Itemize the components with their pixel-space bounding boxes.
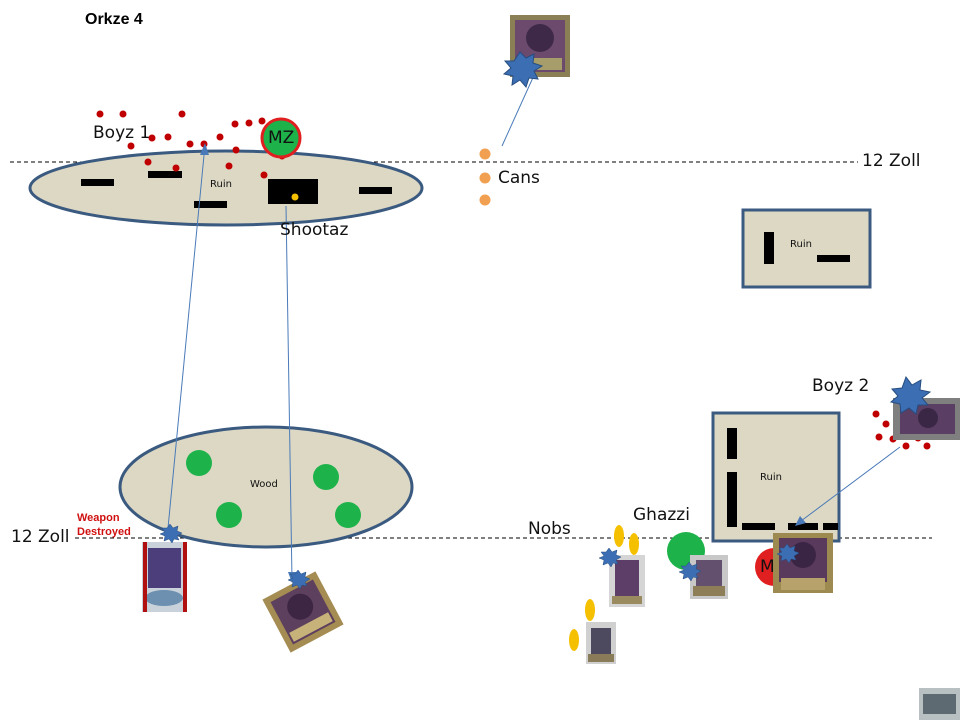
- page-title: Orkze 4: [85, 11, 143, 28]
- tyranid-miniature-icon[interactable]: [262, 571, 344, 653]
- tyranid-miniature-icon[interactable]: [690, 555, 728, 599]
- weapon-destroyed-note: Weapon Destroyed: [77, 512, 131, 538]
- shootaz-marker[interactable]: [291, 193, 299, 201]
- ruin-label-top: Ruin: [210, 179, 232, 190]
- tyranid-miniature-icon[interactable]: [773, 533, 833, 593]
- tyranid-miniature-icon[interactable]: [586, 622, 616, 664]
- unit-label-ghazzi: Ghazzi: [633, 505, 690, 525]
- ruin-ellipse-top[interactable]: [28, 149, 424, 227]
- burst-icon: [776, 543, 800, 564]
- burst-icon: [502, 51, 544, 88]
- burst-icon: [889, 375, 932, 415]
- burst-icon: [598, 547, 622, 568]
- tyranid-miniature-icon[interactable]: [609, 555, 645, 607]
- boyz1-models[interactable]: [96, 110, 286, 179]
- unit-label-boyz2: Boyz 2: [812, 376, 870, 396]
- burst-icon: [159, 523, 183, 544]
- mz-marker[interactable]: [260, 117, 302, 159]
- tyranid-miniature-icon[interactable]: [142, 542, 187, 612]
- unit-label-shootaz: Shootaz: [280, 220, 349, 240]
- ruin-label-right-top: Ruin: [790, 239, 812, 250]
- range-label-bottom: 12 Zoll: [11, 527, 70, 547]
- wood-label: Wood: [250, 479, 278, 490]
- cans-models[interactable]: [479, 148, 491, 206]
- unit-label-nobs: Nobs: [528, 519, 571, 539]
- nobs-models[interactable]: [569, 525, 639, 651]
- unit-label-boyz1: Boyz 1: [93, 123, 151, 143]
- burst-icon: [678, 561, 702, 582]
- ruin-label-right-bottom: Ruin: [760, 472, 782, 483]
- unit-label-m: M: [760, 557, 775, 577]
- tyranid-miniature-icon[interactable]: [919, 688, 960, 720]
- range-label-top: 12 Zoll: [862, 151, 921, 171]
- burst-icon: [287, 569, 311, 590]
- ruin-box-right-top[interactable]: [741, 208, 872, 289]
- unit-label-mz: MZ: [268, 128, 295, 148]
- wood-ellipse[interactable]: [118, 425, 414, 549]
- unit-label-cans: Cans: [498, 168, 540, 188]
